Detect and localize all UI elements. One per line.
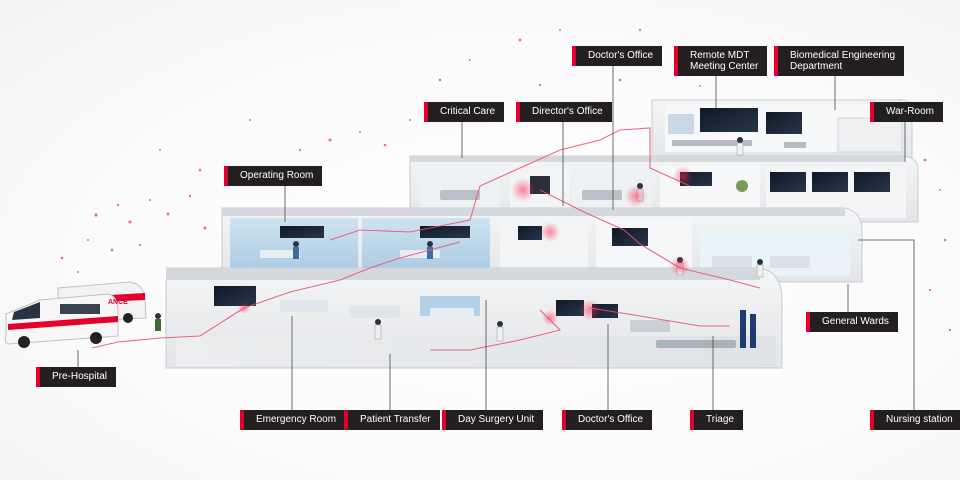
- mdt-video-wall: [700, 108, 758, 132]
- er-monitor: [214, 286, 256, 306]
- label-remote-mdt-meeting-center: Remote MDT Meeting Center: [674, 46, 768, 76]
- label-emergency-room: Emergency Room: [240, 410, 346, 430]
- label-remote-mdt-line1: Remote MDT: [690, 50, 750, 61]
- label-general-wards: General Wards: [806, 312, 898, 332]
- label-doctors-office-top: Doctor's Office: [572, 46, 663, 66]
- label-nursing-station: Nursing station: [870, 410, 960, 430]
- label-operating-room: Operating Room: [224, 166, 323, 186]
- ambulance-text: ANCE: [108, 299, 128, 306]
- label-triage: Triage: [690, 410, 743, 430]
- top-floor: [651, 99, 913, 159]
- label-biomedical-line2: Department: [790, 61, 843, 72]
- ground-floor: [165, 267, 783, 369]
- label-patient-transfer: Patient Transfer: [344, 410, 440, 430]
- label-war-room: War-Room: [870, 102, 943, 122]
- label-critical-care: Critical Care: [424, 102, 505, 122]
- label-biomedical-line1: Biomedical Engineering: [790, 50, 896, 61]
- label-directors-office: Director's Office: [516, 102, 612, 122]
- signal-hotspots: [238, 166, 693, 326]
- label-day-surgery-unit: Day Surgery Unit: [442, 410, 544, 430]
- connector-lines: [91, 127, 761, 351]
- label-remote-mdt-line2: Meeting Center: [690, 61, 759, 72]
- plant-icon: [736, 180, 748, 192]
- decorative-dots: [60, 28, 952, 332]
- leader-lines: [77, 60, 915, 410]
- label-biomedical-engineering-department: Biomedical Engineering Department: [774, 46, 905, 76]
- label-doctors-office-bottom: Doctor's Office: [562, 410, 653, 430]
- label-pre-hospital: Pre-Hospital: [36, 367, 117, 387]
- ambulance-front: ANCE: [4, 293, 128, 348]
